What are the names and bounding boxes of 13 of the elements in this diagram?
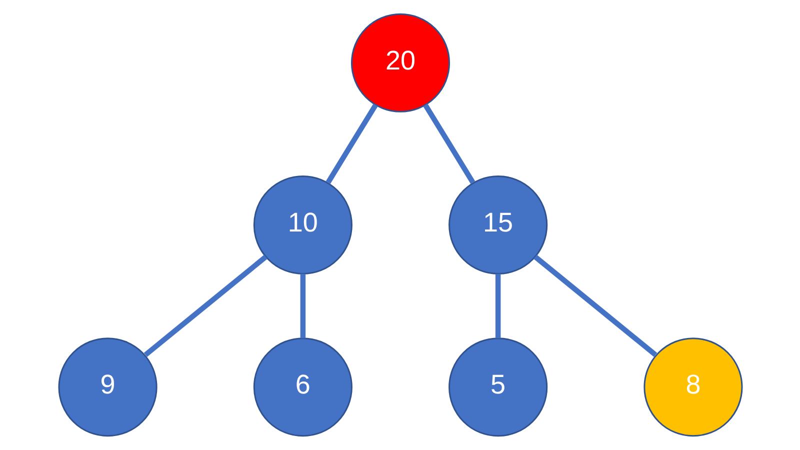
node-circle: 8	[643, 338, 742, 437]
node-circle: 10	[252, 175, 352, 275]
node-circle: 5	[448, 338, 548, 437]
node-circle: 20	[350, 13, 450, 112]
node-circle: 15	[448, 175, 548, 275]
connector	[533, 254, 657, 357]
connector	[494, 274, 500, 338]
connector	[325, 104, 378, 184]
connector	[422, 104, 475, 184]
node-circle: 6	[252, 338, 352, 437]
node-circle: 9	[58, 338, 157, 437]
connector	[143, 254, 267, 357]
connector	[300, 274, 306, 338]
